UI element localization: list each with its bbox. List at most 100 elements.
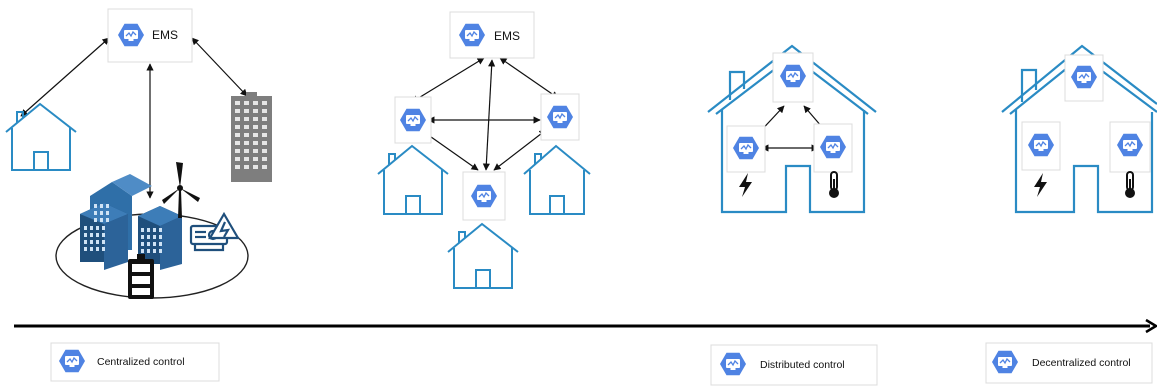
window [253,101,258,105]
window [244,165,249,169]
network-node-left [394,96,432,144]
window [84,233,87,237]
house-icon [377,144,449,215]
window [244,125,249,129]
window [262,133,267,137]
window [235,125,240,129]
window [153,249,156,253]
legend-decentralized: Decentralized control [985,342,1153,384]
window [244,157,249,161]
window [253,125,258,129]
window [106,211,109,215]
window [262,109,267,113]
window [159,228,162,232]
window [253,117,258,121]
window [262,125,267,129]
window [100,211,103,215]
arrow-ems-right [499,57,559,99]
house-node-top [772,52,814,103]
battery-icon [128,254,154,299]
distributed-network-section: EMS [377,11,591,289]
window [235,101,240,105]
window [235,141,240,145]
window [141,249,144,253]
window [147,242,150,246]
window [102,226,105,230]
window [102,240,105,244]
window [141,228,144,232]
window [235,109,240,113]
window [96,233,99,237]
window [84,226,87,230]
window [106,204,109,208]
office-building-icon [231,92,272,182]
window [153,228,156,232]
window [235,165,240,169]
network-ems-node: EMS [449,11,535,59]
window [244,101,249,105]
network-node-bottom [462,171,506,221]
window [244,117,249,121]
window [262,101,267,105]
arrow-left-bottom [423,131,479,171]
decentral-node-top [1064,54,1104,102]
centralized-section: EMS [5,8,272,299]
legend-centralized: Centralized control [50,342,220,382]
window [90,226,93,230]
arrow-ems-left [411,57,485,103]
generator-icon [189,211,240,252]
house-node-right [813,123,853,173]
window [235,133,240,137]
window [235,117,240,121]
window [90,247,93,251]
window [100,204,103,208]
window [153,242,156,246]
network-node-right [540,93,580,141]
arrow-right-bottom [493,129,547,171]
lightning-icon [739,173,752,197]
window [262,149,267,153]
wind-turbine-icon [162,162,200,218]
window [147,228,150,232]
house-icon [447,222,519,289]
window [159,249,162,253]
axis-arrowhead [1145,318,1157,334]
window [235,157,240,161]
window [147,235,150,239]
window [253,165,258,169]
window [96,226,99,230]
window [235,149,240,153]
window [262,117,267,121]
network-ems-label: EMS [494,29,520,43]
decentral-node-right [1109,121,1151,173]
house-icon [523,144,591,215]
window [106,218,109,222]
window [262,165,267,169]
window [244,149,249,153]
decentralized-house-section [1001,44,1157,214]
decentral-node-left [1021,121,1061,171]
thermometer-icon [828,171,840,199]
thermometer-icon [1124,171,1136,199]
window [94,204,97,208]
window [244,109,249,113]
legend-centralized-label: Centralized control [97,356,185,368]
window [253,157,258,161]
ems-to-house-arrow [20,37,110,117]
arrow-ems-bottom [482,59,496,171]
legend-distributed-label: Distributed control [760,359,845,371]
window [147,249,150,253]
window [141,235,144,239]
ems-node: EMS [107,8,193,63]
window [84,247,87,251]
legend-decentralized-label: Decentralized control [1032,357,1131,369]
distributed-house-section [707,44,877,214]
legend-distributed: Distributed control [710,344,878,386]
window [96,240,99,244]
window [244,141,249,145]
window [253,149,258,153]
window [253,133,258,137]
campus-buildings-icon [80,174,182,270]
window [94,218,97,222]
window [253,141,258,145]
